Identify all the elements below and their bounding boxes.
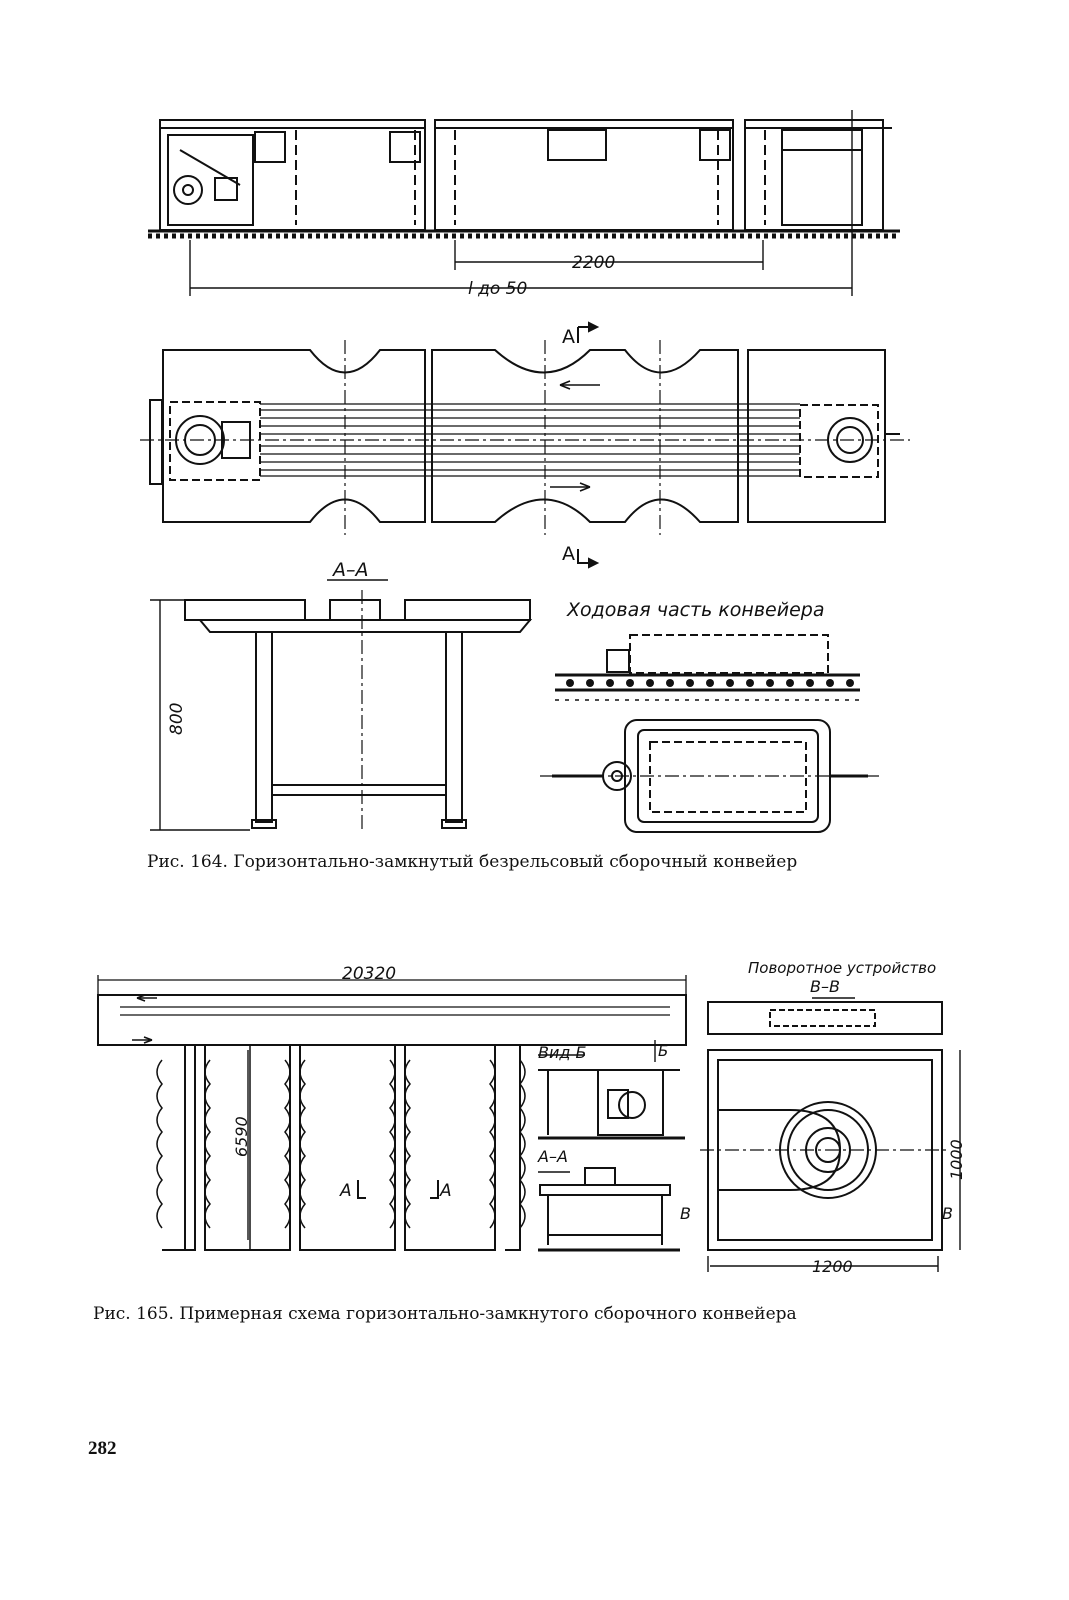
figure-165-drawing: 20320 6590 А А Вид Б Б А–А Поворотное ус… bbox=[97, 959, 966, 1276]
page-number: 282 bbox=[88, 1438, 117, 1459]
fig164-section-aa bbox=[184, 579, 533, 830]
mark-a-left: А bbox=[339, 1181, 352, 1201]
fig165-view-b bbox=[538, 1040, 685, 1140]
section-title-aa: А–А bbox=[331, 559, 369, 581]
fig165-section-aa bbox=[538, 1167, 680, 1252]
dim-6590: 6590 bbox=[232, 1116, 251, 1157]
view-b-mark: Б bbox=[658, 1042, 668, 1060]
section-bb-title: В–В bbox=[810, 977, 840, 996]
mark-b-left: В bbox=[680, 1204, 691, 1223]
mark-a-right: А bbox=[439, 1181, 452, 1201]
fig164-section-marks bbox=[577, 321, 600, 569]
fig165-plan bbox=[97, 975, 687, 1251]
fig165-flow-arrows bbox=[132, 994, 157, 1044]
fig164-chain-teeth bbox=[566, 679, 854, 687]
dim-1000: 1000 bbox=[947, 1139, 966, 1180]
fig164-flow-arrows bbox=[550, 380, 600, 492]
fig165-scallops bbox=[156, 1045, 526, 1250]
fig164-running-part bbox=[540, 634, 880, 833]
dim-2200: 2200 bbox=[572, 253, 615, 273]
fig164-plan bbox=[149, 349, 900, 523]
section-mark-top: А bbox=[562, 326, 575, 348]
dim-l-50: l до 50 bbox=[468, 279, 527, 299]
view-b-title: Вид Б bbox=[538, 1043, 587, 1062]
dim-1200: 1200 bbox=[812, 1257, 853, 1276]
fig165-dims bbox=[247, 1050, 961, 1272]
turn-device-title: Поворотное устройство bbox=[748, 959, 936, 977]
dim-20320: 20320 bbox=[342, 964, 396, 984]
figure-164-caption: Рис. 164. Горизонтально-замкнутый безрел… bbox=[147, 852, 798, 872]
mark-b-right: В bbox=[942, 1204, 953, 1223]
fig164-elevation-dims bbox=[189, 110, 853, 296]
dim-800: 800 bbox=[167, 703, 187, 735]
fig164-height-dim bbox=[150, 599, 250, 831]
fig165-section-marks-a bbox=[357, 1180, 439, 1199]
figure-165-caption: Рис. 165. Примерная схема горизонтально-… bbox=[93, 1304, 797, 1324]
section-aa-title: А–А bbox=[537, 1147, 568, 1166]
figure-164-drawing: 2200 l до 50 А А А–А Ходовая часть конве… bbox=[140, 110, 910, 833]
fig164-elevation bbox=[148, 119, 900, 239]
fig165-turn-device bbox=[700, 997, 950, 1251]
fig164-belt bbox=[140, 340, 910, 535]
section-mark-bottom: А bbox=[562, 543, 575, 565]
running-part-title: Ходовая часть конвейера bbox=[566, 599, 824, 621]
